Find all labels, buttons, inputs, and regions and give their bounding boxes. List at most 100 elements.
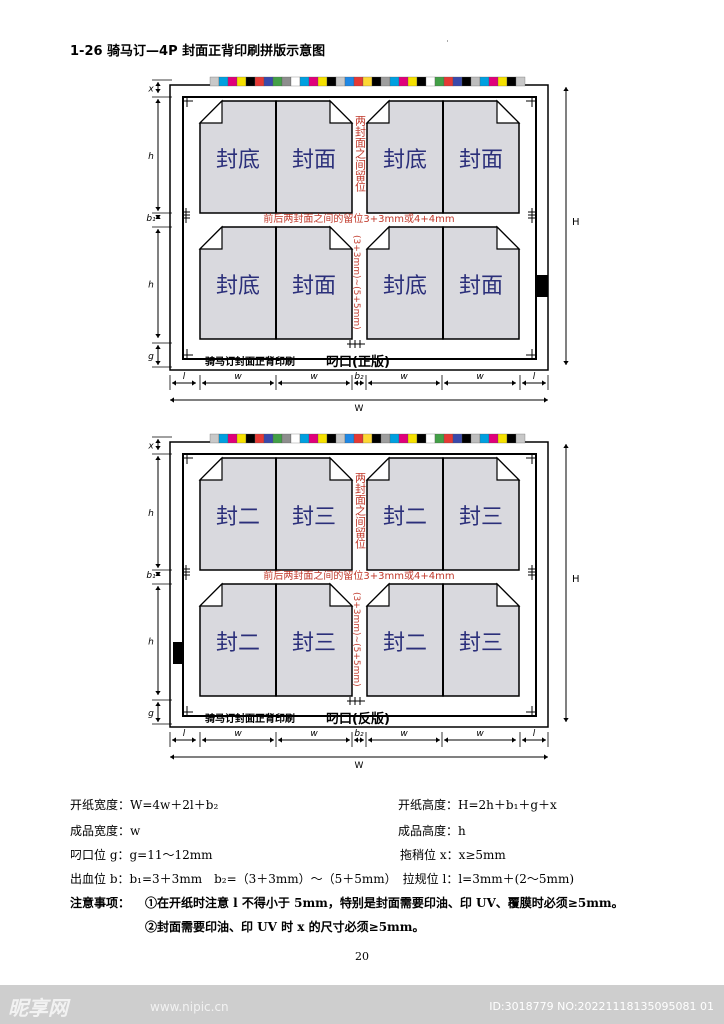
watermark-bar — [0, 985, 724, 1024]
color-bar-swatch — [227, 76, 238, 87]
color-bar-swatch — [452, 76, 463, 87]
page-fold-right — [496, 99, 521, 124]
dim-bottom-arrow-head-a — [202, 737, 206, 743]
color-bar-swatch — [371, 433, 382, 444]
dim-bottom-arrow-head-a — [278, 737, 282, 743]
color-bar-swatch — [515, 76, 526, 87]
dim-bottom-label: w — [234, 729, 242, 739]
gap-note-vertical-bottom: (3+3mm)~(5+5mm) — [351, 592, 361, 687]
page-fold-left — [198, 582, 223, 607]
page-fold-left — [198, 99, 223, 124]
dim-right-arrow-head-b — [563, 361, 569, 365]
page-fold-left — [365, 99, 390, 124]
dim-left-arrow-head-a — [155, 345, 161, 349]
dim-bottom-label: w — [234, 372, 242, 382]
dim-bottom-arrow-head-a — [368, 737, 372, 743]
color-bar-swatch — [416, 433, 427, 444]
note-tail: 拖稍位 x：x≥5mm — [400, 848, 506, 862]
dim-left-label: h — [148, 152, 154, 162]
color-bar-swatch — [317, 76, 328, 87]
color-bar-swatch — [245, 433, 256, 444]
color-bar-swatch — [389, 76, 400, 87]
imposition-diagram-back: 封二封三封二封三封二封三封二封三两封面之间留位前后两封面之间的留位3+3mm或4… — [146, 433, 580, 771]
dim-right-arrow-head-b — [563, 718, 569, 722]
note-attention-2: ②封面需要印油、印 UV 时 x 的尺寸必须≥5mm。 — [145, 920, 425, 934]
dim-bottom-label: w — [476, 372, 484, 382]
note-sheet-height: 开纸高度：H=2h＋b₁＋g＋x — [398, 798, 557, 812]
dim-left-arrow-head-a — [155, 456, 161, 460]
dim-right-label: H — [572, 574, 580, 585]
dim-bottom-arrow-head-b — [436, 737, 440, 743]
dim-bottom-label: l — [183, 729, 186, 739]
page-label-left: 封二 — [383, 505, 427, 530]
color-bar-swatch — [362, 76, 373, 87]
color-bar-swatch — [398, 433, 409, 444]
page-number: 20 — [355, 950, 369, 963]
dim-bottom-arrow-head-b — [436, 380, 440, 386]
side-lay-mark — [537, 275, 548, 297]
color-bar-swatch — [407, 76, 418, 87]
note-sheet-width: 开纸宽度：W=4w＋2l＋b₂ — [70, 798, 219, 812]
page-label-left: 封二 — [216, 631, 260, 656]
dim-right-label: H — [572, 217, 580, 228]
color-bar-swatch — [290, 433, 301, 444]
page-label-right: 封面 — [292, 148, 336, 173]
dim-bottom-arrow-head-b — [512, 737, 516, 743]
stray-mark: ˙ — [445, 40, 450, 51]
color-bar-swatch — [425, 76, 436, 87]
footer-text-gripper: 叼口(反版) — [326, 711, 390, 727]
color-bar-swatch — [452, 433, 463, 444]
note-gripper: 叼口位 g：g=11～12mm — [70, 848, 213, 862]
page-fold-left — [365, 456, 390, 481]
dim-left-label: x — [147, 85, 154, 95]
color-bar-swatch — [434, 76, 445, 87]
page-label-left: 封二 — [383, 631, 427, 656]
page-label-left: 封底 — [383, 274, 427, 299]
dim-bottom-arrow-head-a — [202, 380, 206, 386]
color-bar-swatch — [299, 76, 310, 87]
dim-bottom-label: l — [183, 372, 186, 382]
color-bar-swatch — [263, 433, 274, 444]
color-bar-swatch — [326, 76, 337, 87]
color-bar-swatch — [299, 433, 310, 444]
footer-text-gripper: 叼口(正版) — [326, 354, 390, 370]
dim-bottom-arrow-head-b — [192, 737, 196, 743]
watermark-site: www.nipic.cn — [150, 1000, 229, 1014]
dim-bottom-label: w — [476, 729, 484, 739]
page-label-right: 封三 — [459, 505, 503, 530]
color-bar-swatch — [272, 433, 283, 444]
dim-bottom-label: l — [533, 372, 536, 382]
page-fold-right — [329, 99, 354, 124]
color-bar-swatch — [488, 76, 499, 87]
color-bar-swatch — [335, 433, 346, 444]
dim-bottom-arrow-head-a — [172, 380, 176, 386]
dim-bottom-arrow-head-a — [278, 380, 282, 386]
page-label-left: 封底 — [216, 274, 260, 299]
note-attention-label: 注意事项： — [70, 896, 131, 910]
dim-bottom-arrow-head-b — [346, 380, 350, 386]
dim-left-arrow-head-a — [155, 229, 161, 233]
dim-left-arrow-head-b — [155, 89, 161, 93]
note-trim-height: 成品高度：h — [398, 824, 466, 838]
dim-total-arrow-head-a — [170, 397, 174, 403]
dim-bottom-label: w — [400, 372, 408, 382]
note-attention-1: ①在开纸时注意 l 不得小于 5mm，特别是封面需要印油、印 UV、覆膜时必须≥… — [145, 896, 624, 910]
page-label-left: 封二 — [216, 505, 260, 530]
page-label-right: 封三 — [459, 631, 503, 656]
color-bar-swatch — [488, 433, 499, 444]
dim-right-arrow-head-a — [563, 444, 569, 448]
color-bar-swatch — [443, 76, 454, 87]
color-bar-swatch — [353, 76, 364, 87]
dim-bottom-arrow-head-a — [522, 380, 526, 386]
page-fold-right — [496, 582, 521, 607]
dim-left-arrow-head-b — [155, 334, 161, 338]
page-fold-right — [329, 225, 354, 250]
page-label-right: 封面 — [459, 148, 503, 173]
color-bar-swatch — [407, 433, 418, 444]
dim-left-arrow-head-b — [155, 691, 161, 695]
page-label-right: 封面 — [459, 274, 503, 299]
color-bar-swatch — [506, 76, 517, 87]
color-bar-swatch — [461, 76, 472, 87]
dim-left-arrow-head-a — [155, 99, 161, 103]
color-bar-swatch — [209, 76, 220, 87]
